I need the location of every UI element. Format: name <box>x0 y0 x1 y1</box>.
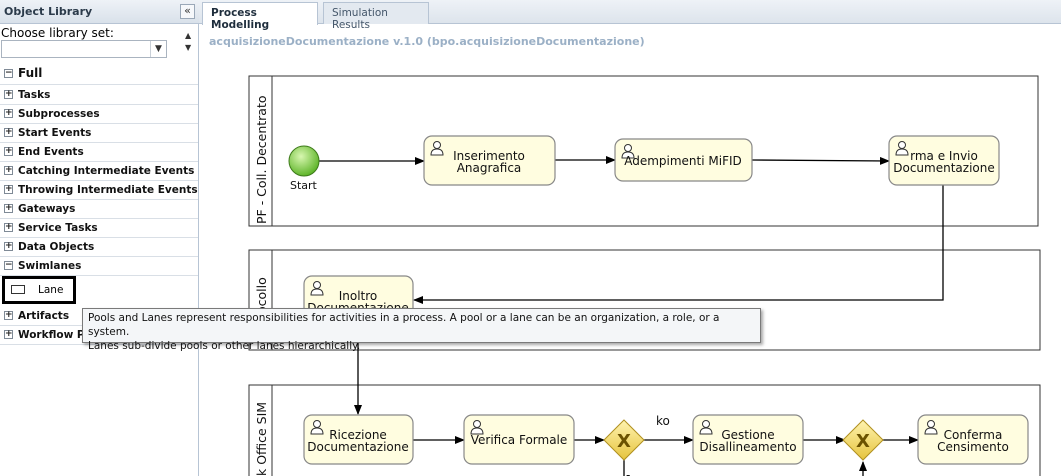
expand-plus-icon[interactable]: + <box>4 146 13 156</box>
task-label: Ricezione <box>329 428 387 442</box>
expand-plus-icon[interactable]: + <box>4 241 13 251</box>
section-label: Tasks <box>18 89 51 101</box>
tab-process-modelling[interactable]: Process Modelling <box>202 2 318 31</box>
expand-plus-icon[interactable]: + <box>4 165 13 175</box>
lane-icon <box>11 285 25 294</box>
expand-plus-icon[interactable]: + <box>4 89 13 99</box>
task-label: Anagrafica <box>457 161 522 175</box>
pool-label: k Office SIM <box>254 402 269 476</box>
expand-plus-icon[interactable]: + <box>4 184 13 194</box>
task-label: rma e Invio <box>910 149 978 163</box>
library-item-lane[interactable]: Lane <box>2 276 76 304</box>
expand-plus-icon[interactable]: + <box>4 127 13 137</box>
process-title: acquisizioneDocumentazione v.1.0 (bpo.ac… <box>209 35 645 48</box>
section-label: Artifacts <box>18 310 70 322</box>
exclusive-gateway-icon: X <box>856 431 870 452</box>
expand-plus-icon[interactable]: + <box>4 108 13 118</box>
section-label: Workflow P <box>18 329 85 341</box>
tooltip-line-1: Pools and Lanes represent responsibiliti… <box>88 312 720 338</box>
section-label: Subprocesses <box>18 108 100 120</box>
section-label: Gateways <box>18 203 76 215</box>
section-subprocesses[interactable]: + Subprocesses <box>0 105 198 124</box>
section-label: Throwing Intermediate Events <box>18 184 198 196</box>
section-throwing-intermediate-events[interactable]: + Throwing Intermediate Events <box>0 181 198 200</box>
section-start-events[interactable]: + Start Events <box>0 124 198 143</box>
task-inserimento-anagrafica[interactable]: Inserimento Anagrafica <box>423 135 556 186</box>
object-library-title: Object Library <box>0 0 199 24</box>
task-label: Inoltro <box>339 289 378 303</box>
editor-tab-bar: Process Modelling Simulation Results <box>199 0 1061 31</box>
tooltip-line-2: Lanes sub-divide pools or other lanes hi… <box>88 340 361 352</box>
task-label: Adempimenti MiFID <box>624 154 742 168</box>
task-verifica-formale[interactable]: Verifica Formale <box>463 414 575 465</box>
tab-simulation-results[interactable]: Simulation Results <box>323 2 429 31</box>
section-label: Full <box>18 66 43 80</box>
section-label: End Events <box>18 146 84 158</box>
task-label: Verifica Formale <box>471 433 568 447</box>
task-label: Conferma <box>944 428 1003 442</box>
section-gateways[interactable]: + Gateways <box>0 200 198 219</box>
collapse-minus-icon[interactable]: − <box>4 260 13 270</box>
section-label: Data Objects <box>18 241 95 253</box>
task-label: Gestione <box>721 428 774 442</box>
exclusive-gateway-icon: X <box>617 431 631 452</box>
task-gestione-disallineamento[interactable]: Gestione Disallineamento <box>692 414 804 465</box>
collapse-panel-icon[interactable]: « <box>180 4 195 19</box>
section-end-events[interactable]: + End Events <box>0 143 198 162</box>
pool-label: ocollo <box>254 277 269 314</box>
expand-plus-icon[interactable]: + <box>4 310 13 320</box>
section-swimlanes[interactable]: − Swimlanes <box>0 257 198 276</box>
exclusive-gateway-1[interactable]: X <box>603 419 645 461</box>
start-event[interactable] <box>288 145 320 177</box>
section-label: Service Tasks <box>18 222 98 234</box>
choose-library-label: Choose library set: <box>1 26 114 40</box>
section-label: Swimlanes <box>18 260 82 272</box>
pool-label: PF - Coll. Decentrato <box>254 95 269 224</box>
chevron-down-icon[interactable]: ▼ <box>150 41 166 57</box>
expand-plus-icon[interactable]: + <box>4 222 13 232</box>
task-adempimenti-mifid[interactable]: Adempimenti MiFID <box>614 138 753 182</box>
library-set-select[interactable]: ▼ <box>1 40 167 58</box>
section-label: Start Events <box>18 127 92 139</box>
expand-plus-icon[interactable]: + <box>4 329 13 339</box>
task-label: Censimento <box>937 440 1009 454</box>
lane-item-label: Lane <box>38 284 64 296</box>
lane-tooltip: Pools and Lanes represent responsibiliti… <box>82 308 761 352</box>
task-firma-invio-documentazione[interactable]: rma e Invio Documentazione <box>888 135 1000 186</box>
exclusive-gateway-2[interactable]: X <box>842 419 884 461</box>
section-catching-intermediate-events[interactable]: + Catching Intermediate Events <box>0 162 198 181</box>
section-tasks[interactable]: + Tasks <box>0 86 198 105</box>
collapse-minus-icon[interactable]: − <box>4 68 13 78</box>
expand-plus-icon[interactable]: + <box>4 203 13 213</box>
section-full[interactable]: − Full <box>0 63 198 85</box>
section-label: Catching Intermediate Events <box>18 165 195 177</box>
scroll-arrows-icon[interactable]: ▲▼ <box>185 31 192 52</box>
task-ricezione-documentazione[interactable]: Ricezione Documentazione <box>303 414 414 465</box>
section-data-objects[interactable]: + Data Objects <box>0 238 198 257</box>
task-conferma-censimento[interactable]: Conferma Censimento <box>917 414 1029 465</box>
object-library-panel: Object Library « Choose library set: ▼ ▲… <box>0 0 199 476</box>
task-label: Disallineamento <box>699 440 796 454</box>
task-label: Documentazione <box>307 440 408 454</box>
section-workflow[interactable]: + Workflow P <box>0 326 198 345</box>
task-label: Inserimento <box>453 149 525 163</box>
section-service-tasks[interactable]: + Service Tasks <box>0 219 198 238</box>
task-label: Documentazione <box>893 161 994 175</box>
